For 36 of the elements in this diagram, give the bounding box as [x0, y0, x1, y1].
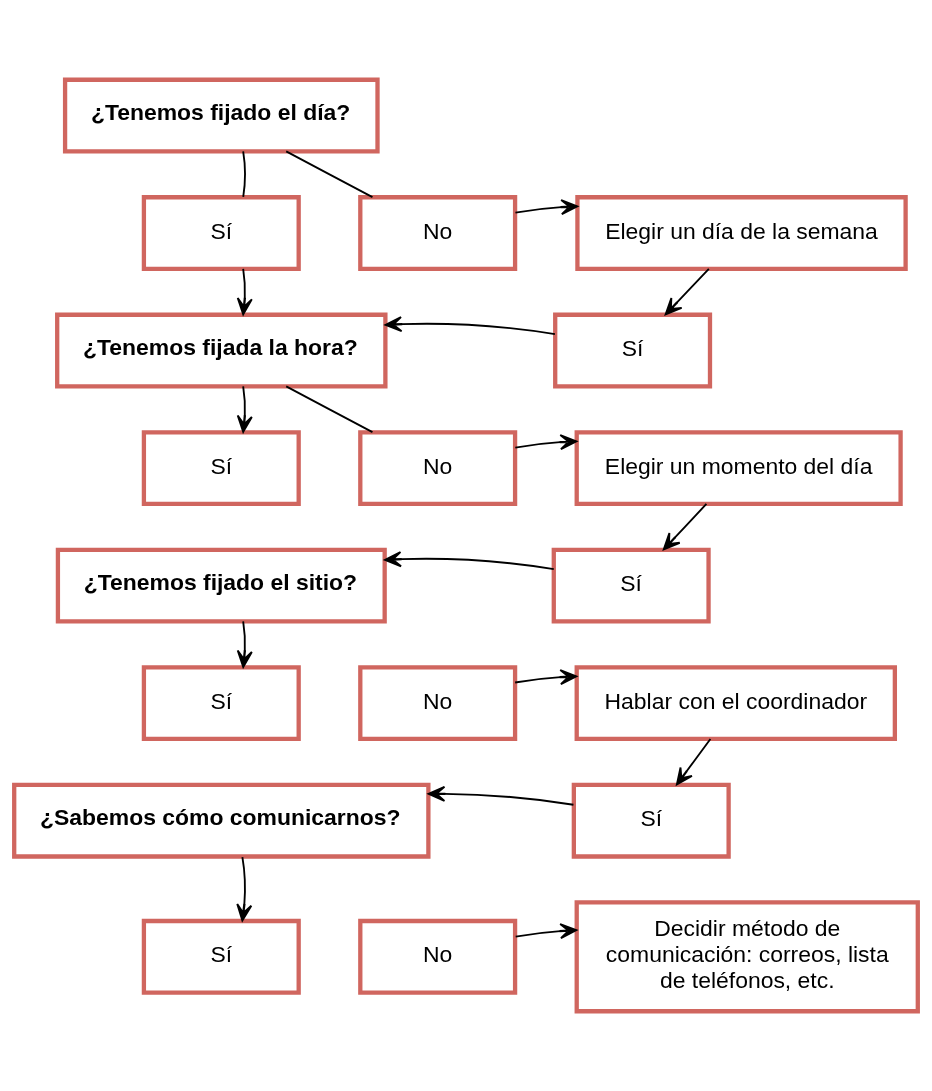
arrow: [384, 551, 555, 571]
node-box: Sí: [551, 547, 711, 624]
arrow: [662, 503, 708, 551]
node-box: ¿Sabemos cómo comunicarnos?: [12, 782, 431, 859]
arrow: [236, 856, 253, 922]
node-box: ¿Tenemos fijado el sitio?: [55, 547, 387, 624]
node-box: ¿Tenemos fijado el día?: [62, 77, 380, 154]
arrow: [514, 923, 578, 940]
node-box: Hablar con el coordinador: [574, 665, 897, 742]
node-box: Elegir un día de la semana: [575, 195, 908, 272]
arrow: [514, 434, 578, 451]
node-box: Sí: [141, 665, 301, 742]
node-box: Elegir un momento del día: [574, 430, 903, 507]
node-box: Sí: [571, 782, 731, 859]
node-box: No: [358, 430, 518, 507]
arrow: [427, 785, 575, 806]
node-box: No: [358, 195, 518, 272]
connector: [285, 385, 374, 434]
node-box: No: [358, 665, 518, 742]
node-box: Decidir método de comunicación: correos, lista de teléfonos, etc.: [574, 900, 920, 1014]
connector: [285, 150, 374, 198]
arrow: [514, 669, 578, 686]
arrow: [236, 385, 253, 433]
node-box: Sí: [141, 430, 301, 507]
node-box: Sí: [141, 918, 301, 995]
node-box: No: [358, 918, 518, 995]
arrow: [236, 620, 253, 668]
connector: [242, 150, 246, 198]
arrow: [236, 268, 253, 316]
arrow: [675, 738, 712, 786]
arrow: [664, 268, 710, 316]
arrow: [384, 316, 556, 336]
node-box: ¿Tenemos fijada la hora?: [55, 312, 388, 389]
arrow: [514, 199, 579, 216]
node-box: Sí: [141, 195, 301, 272]
node-box: Sí: [553, 312, 713, 389]
